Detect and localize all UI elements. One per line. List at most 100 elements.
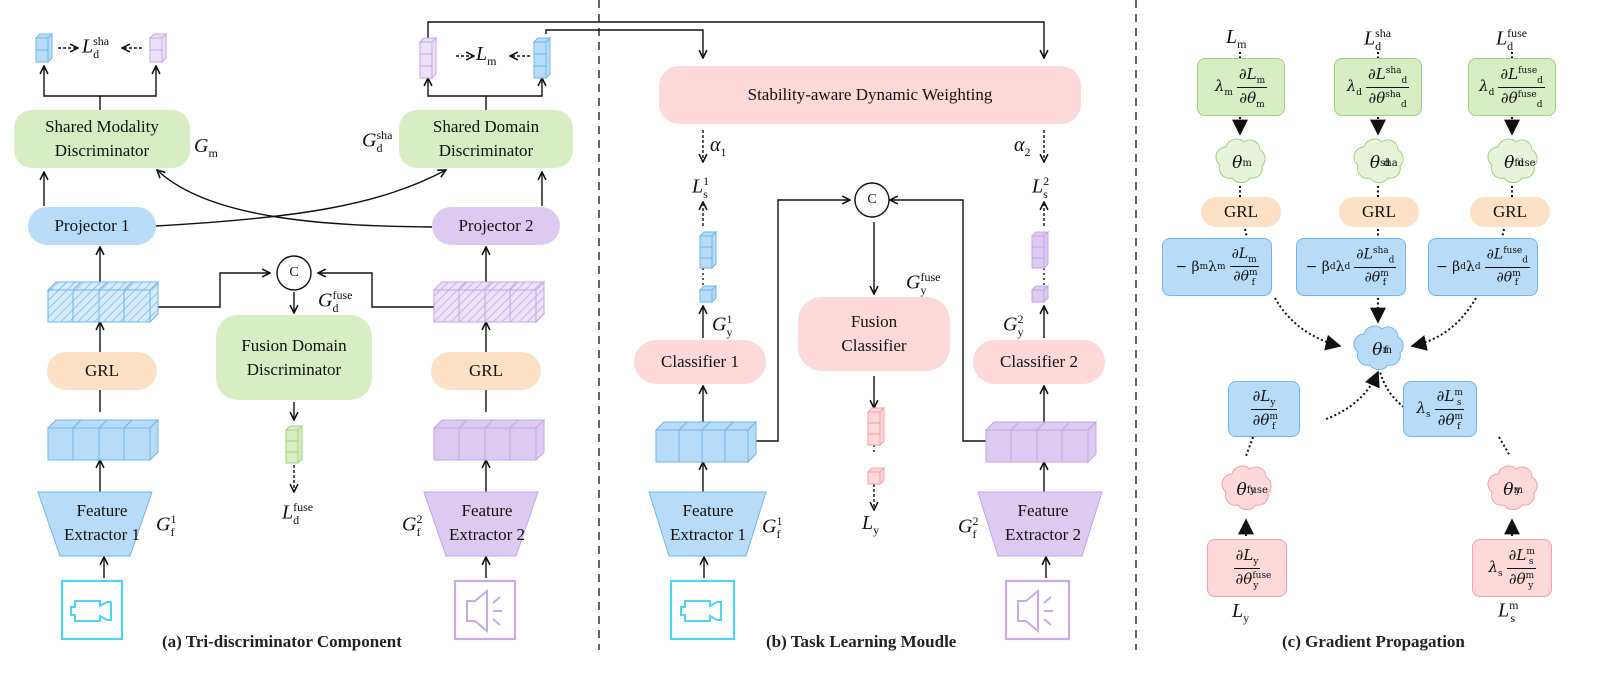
feature-extractor-1-b: Feature Extractor 1 xyxy=(670,501,746,544)
vector-pink-tall-b xyxy=(866,406,886,447)
label-Ls1: L1s xyxy=(692,174,710,201)
hatched-vector-blue xyxy=(46,280,160,324)
label-c-Ly: Ly xyxy=(1232,600,1250,625)
panel-a-vectors xyxy=(34,32,552,465)
vector-pink-one-b xyxy=(866,466,886,486)
cloud-theta-m xyxy=(1215,138,1266,184)
label-Gm: Gm xyxy=(194,135,218,160)
label-Gf1-b: G1f xyxy=(762,514,783,541)
feature-extractor-1-shape xyxy=(37,491,153,557)
label-Gy2: G2y xyxy=(1003,312,1024,339)
label-c-loss-d-fuse: Lfused xyxy=(1496,26,1528,53)
caption-panel-c: (c) Gradient Propagation xyxy=(1282,632,1465,651)
label-Ls2: L2s xyxy=(1032,174,1050,201)
vector-blue-tall-b xyxy=(698,230,718,270)
vector-blue-lm xyxy=(532,36,552,80)
speaker-icon-b xyxy=(1004,579,1071,641)
fusion-classifier: Fusion Classifier xyxy=(798,297,950,371)
grad-box-Ls-theta-f: λs ∂Lms∂θmf xyxy=(1403,381,1477,437)
panel-b-vectors xyxy=(654,230,1098,486)
feature-extractor-2-b: Feature Extractor 2 xyxy=(1005,501,1081,544)
projector-1: Projector 1 xyxy=(28,207,156,245)
feature-vector-purple xyxy=(432,418,546,462)
caption-panel-a: (a) Tri-discriminator Component xyxy=(162,632,402,651)
label-Gd-sha: Gshad xyxy=(362,128,393,155)
feature-extractor-2: Feature Extractor 2 xyxy=(449,501,525,544)
vector-purple-small xyxy=(148,32,168,64)
hatched-vector-purple xyxy=(432,280,546,324)
concat-node-a: C xyxy=(289,265,299,280)
feature-extractor-1: Feature Extractor 1 xyxy=(64,501,140,544)
grad-box-d-sha: λd ∂Lshad∂θshad xyxy=(1334,58,1422,116)
grad-box-Ly-theta-f: ∂Ly∂θmf xyxy=(1228,381,1300,437)
speaker-icon xyxy=(453,579,517,641)
grl-1: GRL xyxy=(47,352,157,390)
grl-c-2: GRL xyxy=(1339,197,1419,227)
label-Gd-fuse: Gfused xyxy=(318,288,353,315)
grl-2: GRL xyxy=(431,352,541,390)
panel-c-clouds xyxy=(1215,138,1538,511)
panel-c-graphics xyxy=(1232,52,1520,598)
label-c-Ls-m: Lms xyxy=(1498,598,1519,625)
vector-purple-lm xyxy=(418,36,438,80)
cloud-theta-d-sha xyxy=(1353,138,1404,184)
label-Gf2-b: G2f xyxy=(958,514,979,541)
video-camera-icon-b xyxy=(669,579,736,641)
label-Ly-b: Ly xyxy=(862,512,880,537)
feature-extractor-2-shape xyxy=(423,491,539,557)
grad-box-m: λm ∂Lm∂θm xyxy=(1197,58,1285,116)
vector-purple-tall-b xyxy=(1030,230,1050,270)
grad-box-Ly-theta-y: ∂Ly∂θfusey xyxy=(1207,539,1287,597)
grl-c-1: GRL xyxy=(1201,197,1281,227)
label-Gf1-a: G1f xyxy=(156,512,177,539)
classifier-1: Classifier 1 xyxy=(634,340,766,384)
grad-box-Ls-theta-y: λs ∂Lms∂θmy xyxy=(1472,539,1552,597)
projector-2: Projector 2 xyxy=(432,207,560,245)
grl-c-3: GRL xyxy=(1470,197,1550,227)
caption-panel-b: (b) Task Learning Moudle xyxy=(766,632,957,651)
vector-blue-one-b xyxy=(698,284,718,304)
fusion-domain-discriminator: Fusion Domain Discriminator xyxy=(216,315,372,400)
feature-vector-blue xyxy=(46,418,160,462)
feature-extractor-2-shape-b xyxy=(977,491,1103,557)
label-Gf2-a: G2f xyxy=(402,512,423,539)
vector-blue-small xyxy=(34,32,54,64)
shared-domain-discriminator: Shared Domain Discriminator xyxy=(399,110,573,168)
video-camera-icon xyxy=(60,579,124,641)
label-Gy-fuse: Gfusey xyxy=(906,270,941,297)
vector-purple-one-b xyxy=(1030,284,1050,304)
stability-aware-dynamic-weighting: Stability-aware Dynamic Weighting xyxy=(659,66,1081,124)
label-c-loss-d-sha: Lshad xyxy=(1364,26,1392,53)
feature-vector-blue-b xyxy=(654,420,758,464)
cloud-theta-d-fuse xyxy=(1487,138,1538,184)
feature-extractor-1-shape-b xyxy=(648,491,767,557)
grad-box-d-fuse: λd ∂Lfused∂θfused xyxy=(1468,58,1556,116)
shared-modality-discriminator: Shared Modality Discriminator xyxy=(14,110,190,168)
label-alpha1: α1 xyxy=(710,134,727,159)
label-alpha2: α2 xyxy=(1014,134,1031,159)
label-Ld-fuse-a: Lfused xyxy=(282,500,314,527)
label-Gy1: G1y xyxy=(712,312,733,339)
label-Ld-sha-a: Lshad xyxy=(82,34,110,61)
fusion-vector-green xyxy=(284,424,304,465)
concat-node-b: C xyxy=(867,192,877,207)
label-c-loss-m: Lm xyxy=(1226,26,1247,51)
cloud-theta-f-m xyxy=(1353,325,1404,371)
panel-b-graphics xyxy=(703,130,1046,578)
cloud-theta-y-m xyxy=(1487,465,1538,511)
classifier-2: Classifier 2 xyxy=(973,340,1105,384)
cloud-theta-y-fuse xyxy=(1221,465,1272,511)
panel-a-graphics xyxy=(44,21,1044,578)
feature-vector-purple-b xyxy=(984,420,1098,464)
label-Lm-a: Lm xyxy=(476,43,497,68)
